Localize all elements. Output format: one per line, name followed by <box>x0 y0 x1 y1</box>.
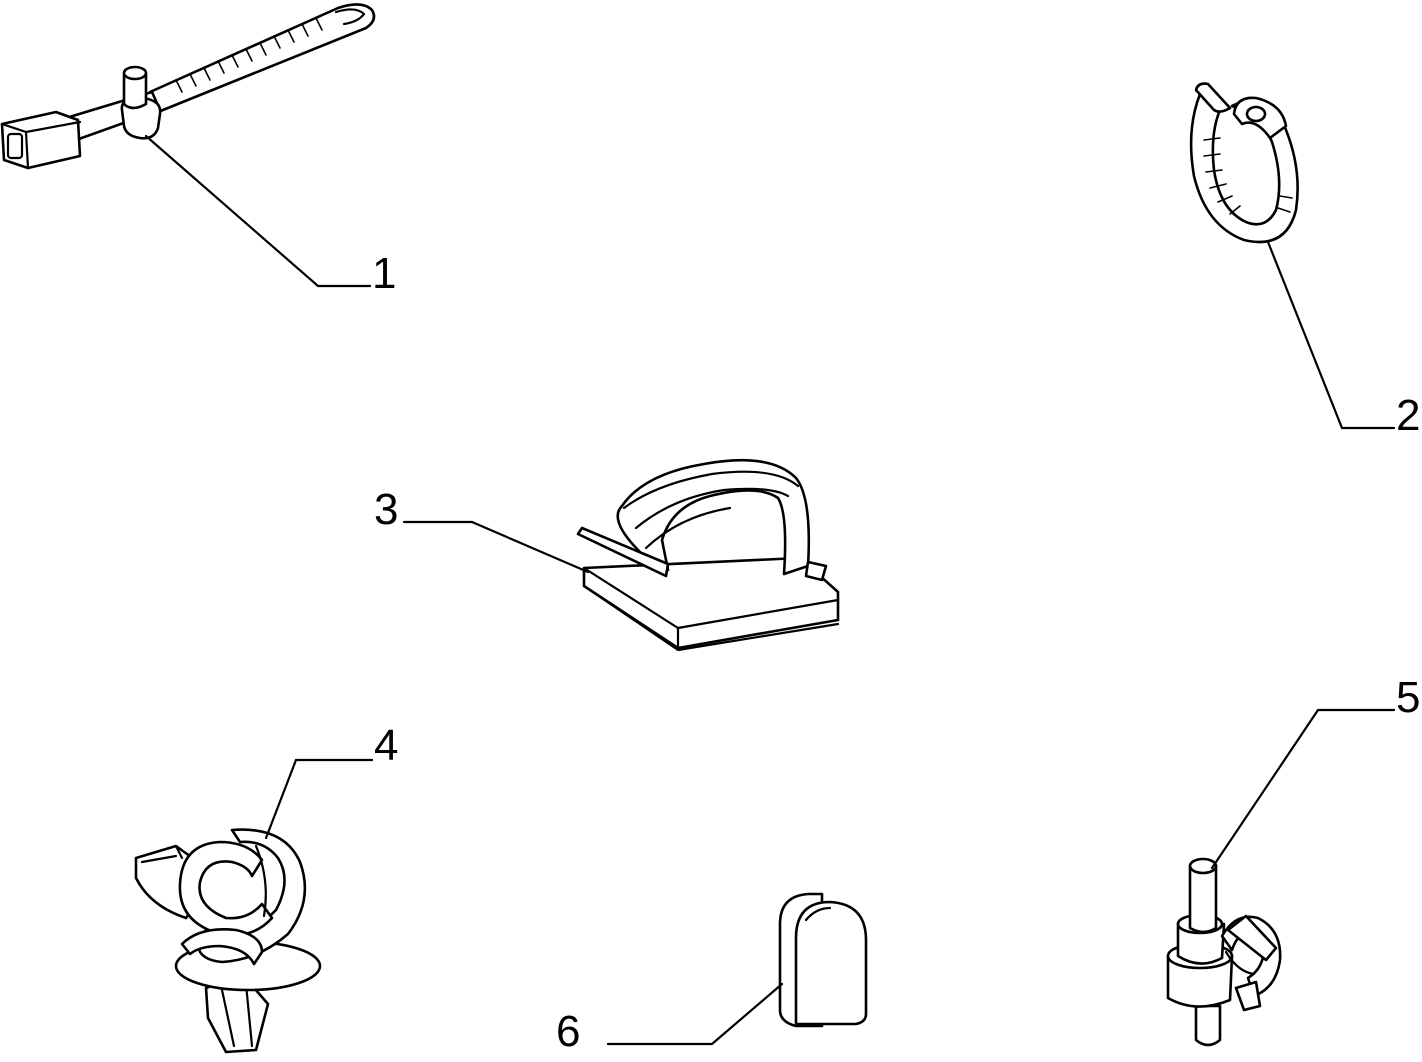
part-2-callout: 2 <box>1266 240 1420 440</box>
part-3-callout: 3 <box>374 485 590 574</box>
cable-tie-with-mounting-stud-icon <box>0 3 376 170</box>
band-clamp-icon <box>1189 82 1299 244</box>
part-5-callout: 5 <box>1210 673 1420 870</box>
part-4-callout: 4 <box>264 721 398 840</box>
part-number-label: 4 <box>374 721 398 770</box>
push-in-loop-clip-icon <box>134 828 322 1054</box>
part-number-label: 1 <box>372 249 396 298</box>
part-number-label: 6 <box>556 1007 580 1056</box>
stud-mount-clip-icon <box>1166 857 1282 1047</box>
part-6-callout: 6 <box>556 982 784 1056</box>
adhesive-cable-clip-icon <box>576 458 840 652</box>
rubber-cap-icon <box>778 892 868 1028</box>
part-number-label: 5 <box>1396 673 1420 722</box>
part-number-label: 2 <box>1396 391 1420 440</box>
part-number-label: 3 <box>374 485 398 534</box>
part-1-callout: 1 <box>144 134 396 298</box>
